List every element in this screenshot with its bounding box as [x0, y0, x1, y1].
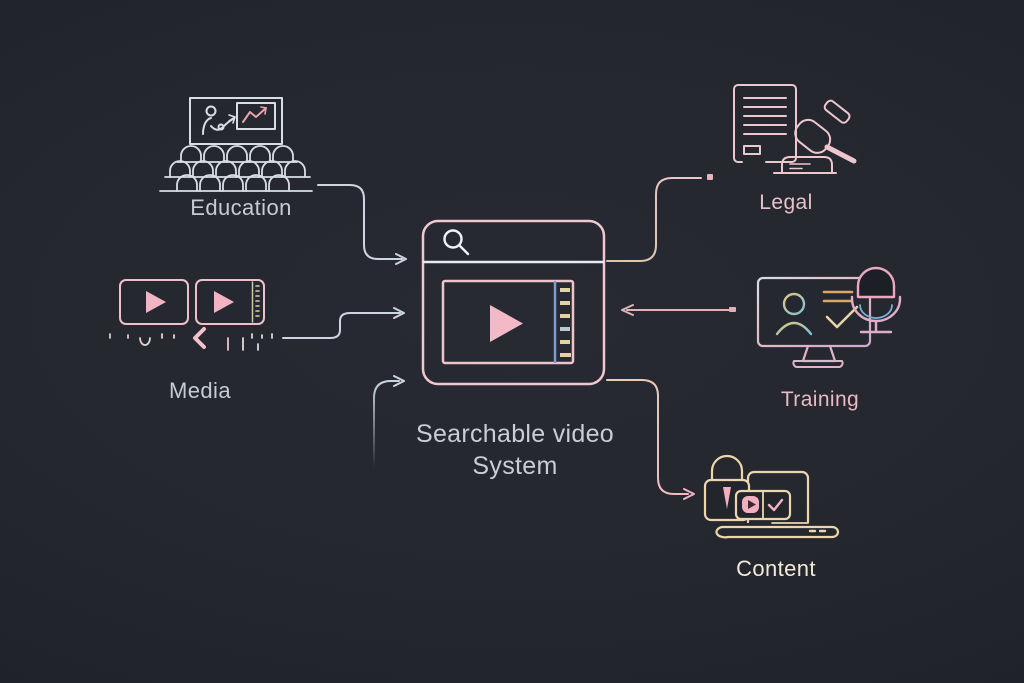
play-icon [214, 291, 234, 313]
person-icon [775, 292, 813, 336]
monitor-stand [801, 344, 837, 363]
center-title-line1: Searchable video [416, 420, 614, 448]
play-icon [490, 305, 523, 342]
video-clip-1 [119, 279, 189, 325]
center-title: Searchable video System [416, 418, 614, 482]
training-label: Training [780, 388, 860, 411]
video-clips-timeline-icon [94, 279, 284, 351]
film-perforations [255, 285, 260, 317]
media-label: Media [169, 378, 231, 403]
microphone-icon [850, 266, 902, 334]
chevron-left-icon [193, 327, 206, 349]
monitor-base [792, 360, 844, 369]
center-title-line2: System [472, 452, 558, 480]
content-label: Content [736, 556, 816, 581]
play-icon [146, 291, 166, 313]
legal-label: Legal [759, 191, 813, 214]
checkmark-icon [767, 498, 784, 512]
padlock-laptop-icon [703, 454, 840, 539]
connector-media-to-center [282, 307, 405, 339]
connector-education-to-center [317, 184, 407, 265]
verified-media-panel [734, 489, 792, 521]
video-player [441, 279, 575, 365]
text-lines [822, 290, 854, 303]
document-gavel-icon [733, 84, 857, 174]
education-label: Education [190, 195, 292, 220]
monitor-person-microphone-icon [756, 266, 902, 369]
connector-bottomleft-to-center [373, 375, 405, 469]
exclamation-icon [723, 487, 731, 509]
search-icon [443, 229, 470, 256]
laptop [715, 470, 840, 539]
browser-window [421, 219, 606, 386]
mini-chart [236, 102, 276, 130]
playlist-items [560, 288, 571, 357]
document-text-lines [743, 97, 787, 135]
monitor [756, 276, 872, 348]
connector-training-to-center [621, 304, 736, 316]
audio-timeline [94, 333, 284, 351]
lecture-hall-icon [159, 97, 313, 192]
connector-center-to-content [606, 379, 695, 500]
dot-endpoint [729, 307, 736, 312]
search-video-player-window-icon [421, 219, 606, 386]
presenter-figure [202, 105, 236, 135]
checkmark-icon [825, 305, 859, 329]
video-clip-2 [195, 279, 265, 325]
legal-document [733, 84, 797, 163]
connector-center-to-legal [606, 174, 713, 262]
dot-endpoint [707, 174, 713, 180]
connectors [282, 174, 736, 500]
audience-seats [159, 145, 313, 192]
document-stamp [743, 145, 761, 155]
gavel [794, 99, 857, 164]
presentation-screen [189, 97, 283, 145]
sound-block [773, 156, 837, 174]
